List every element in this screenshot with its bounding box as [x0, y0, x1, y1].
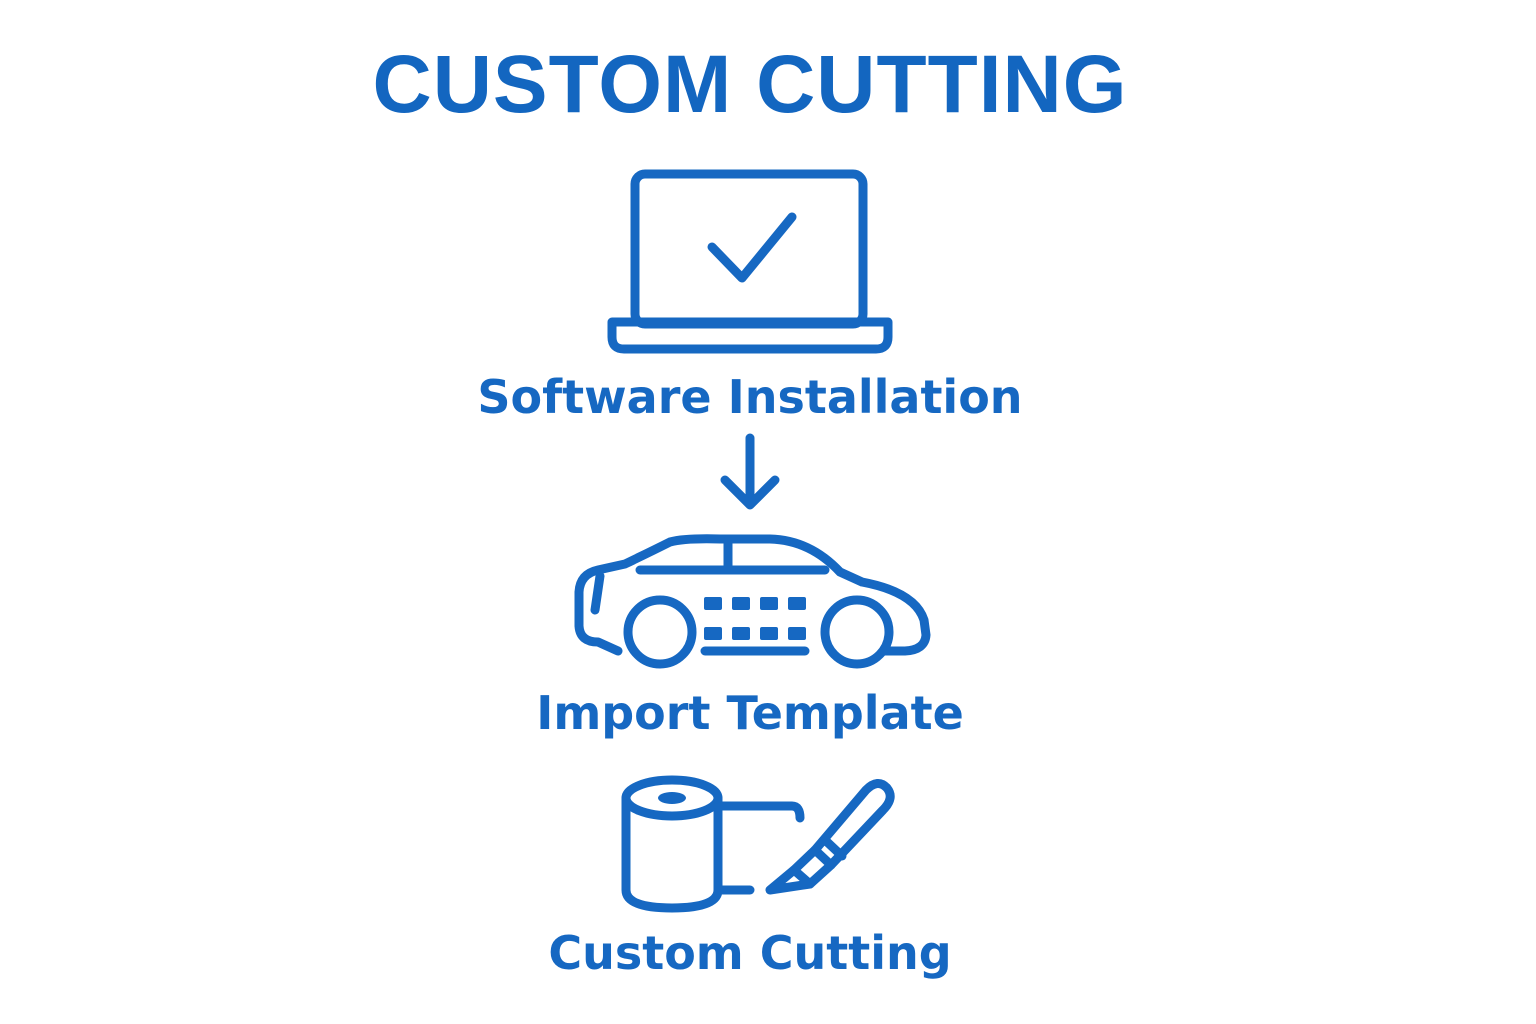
step-label-software-installation: Software Installation: [477, 370, 1023, 424]
laptop-check-icon: [607, 169, 893, 354]
template-grid: [704, 597, 806, 640]
car-template-icon: [574, 534, 931, 669]
diagram-title: CUSTOM CUTTING: [372, 39, 1128, 130]
film-roll-cutter-icon: [621, 775, 895, 913]
step-label-import-template: Import Template: [536, 686, 964, 740]
knife-icon: [765, 779, 895, 895]
step-label-custom-cutting: Custom Cutting: [548, 926, 952, 980]
arrow-down-icon: [720, 433, 780, 510]
